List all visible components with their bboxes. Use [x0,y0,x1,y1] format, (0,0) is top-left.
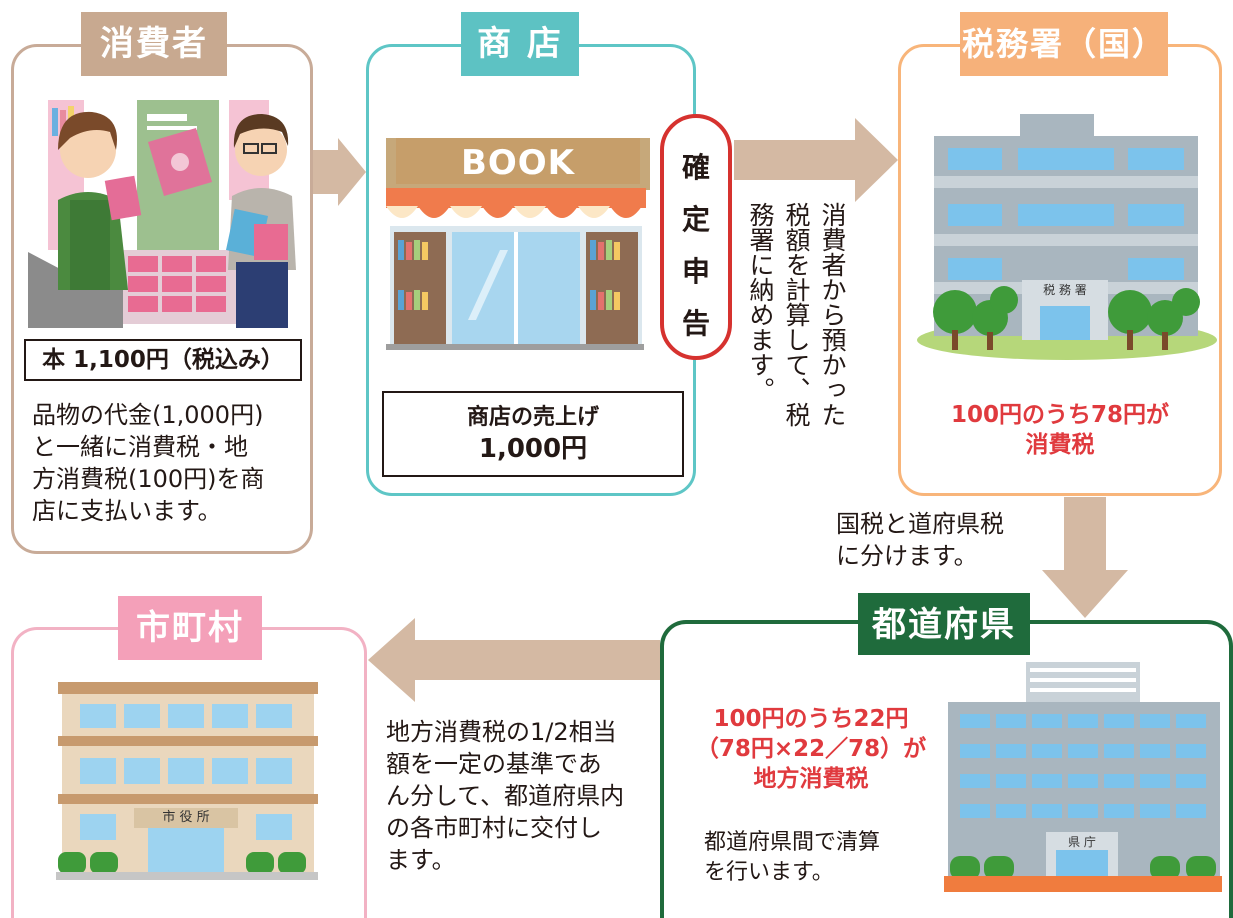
shop-sales-box: 商店の売上げ 1,000円 [382,391,684,477]
consumer-desc-line: 方消費税(100円)を商 [32,465,265,493]
split-note: 国税と道府県税 に分けます。 [836,508,1046,572]
prefecture-building-label: 県 庁 [1068,835,1096,849]
consumer-title: 消費者 [81,12,227,76]
consumer-desc-line: 店に支払います。 [32,497,222,525]
prefecture-note: 都道府県間で清算 を行います。 [704,828,936,888]
shop-sales-label: 商店の売上げ [466,405,599,430]
prefecture-title: 都道府県 [858,593,1030,655]
tax-office-building-label: 税 務 署 [1043,283,1087,297]
filing-char: 申 [681,255,710,288]
municipality-note-line: の各市町村に交付し [386,814,602,842]
tax-office-title: 税務署（国） [960,12,1168,76]
prefecture-result-line: 100円のうち22円 [713,706,909,732]
filing-char: 告 [681,307,710,340]
tax-filing-badge: 確 定 申 告 [660,114,732,360]
filing-char: 確 [681,151,710,184]
consumer-desc-line: 品物の代金(1,000円) [32,401,264,429]
prefecture-result-line: 地方消費税 [753,766,869,792]
tax-office-result: 100円のうち78円が 消費税 [904,400,1216,460]
arrow-shop-to-tax-office [734,118,898,202]
shop-sign: BOOK [460,143,576,183]
prefecture-note-line: を行います。 [704,860,834,885]
municipality-note-line: ます。 [386,846,456,874]
tax-office-result-line: 100円のうち78円が [950,402,1170,428]
shop-sales-value: 1,000円 [478,434,588,464]
filing-note: 消費者から預かった 税額を計算して、税 務署に納めます。 [742,202,850,474]
filing-note-col: 税額を計算して、税 [782,202,811,427]
arrow-consumer-to-shop [313,138,366,206]
filing-note-col: 消費者から預かった [818,202,847,427]
prefecture-note-line: 都道府県間で清算 [704,830,881,855]
prefecture-result-line: （78円×22／78）が [695,736,927,762]
arrow-prefecture-to-municipality [368,618,660,702]
price-text: 本 1,100円（税込み） [42,347,284,373]
filing-char: 定 [681,203,710,236]
municipality-note-line: 額を一定の基準であ [386,750,602,778]
municipality-note: 地方消費税の1/2相当 額を一定の基準であ ん分して、都道府県内 の各市町村に交… [386,716,654,876]
municipality-note-line: ん分して、都道府県内 [386,782,625,810]
filing-note-col: 務署に納めます。 [746,202,775,402]
municipality-title: 市町村 [118,596,262,660]
arrow-tax-office-to-prefecture [1042,497,1128,618]
consumer-desc: 品物の代金(1,000円) と一緒に消費税・地 方消費税(100円)を商 店に支… [32,399,302,527]
municipality-note-line: 地方消費税の1/2相当 [386,718,617,746]
municipality-building-label: 市 役 所 [162,810,210,825]
shop-title: 商 店 [461,12,579,76]
split-note-line: に分けます。 [836,542,978,570]
consumer-desc-line: と一緒に消費税・地 [32,433,248,461]
tax-office-result-line: 消費税 [1025,432,1095,458]
prefecture-result: 100円のうち22円 （78円×22／78）が 地方消費税 [676,704,946,794]
consumer-price-label: 本 1,100円（税込み） [24,339,302,381]
split-note-line: 国税と道府県税 [836,510,1004,538]
